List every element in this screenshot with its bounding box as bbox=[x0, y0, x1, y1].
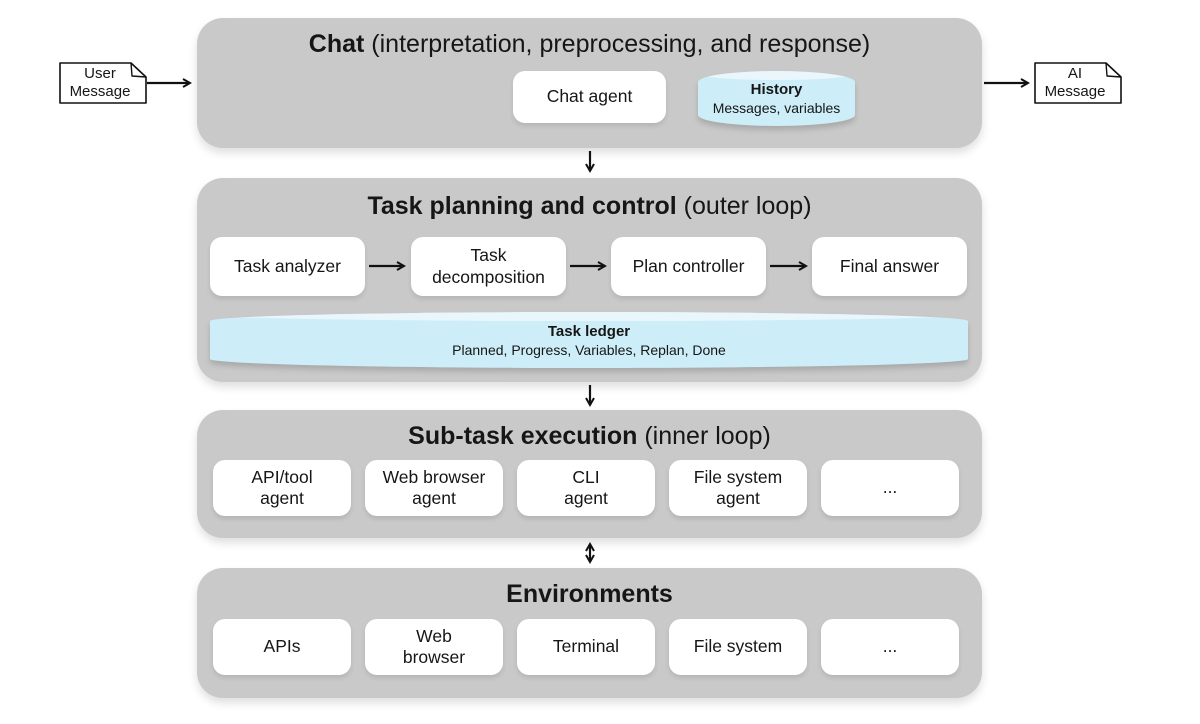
task-decomposition-box: Task decomposition bbox=[411, 237, 566, 296]
environments-title: Environments bbox=[197, 578, 982, 610]
file-system-agent-label: File system agent bbox=[693, 466, 783, 508]
api-tool-agent-label: API/tool agent bbox=[251, 466, 313, 508]
file-system-box: File system bbox=[669, 619, 807, 675]
task-ledger-store: Task ledger Planned, Progress, Variables… bbox=[210, 312, 968, 368]
task-analyzer-box: Task analyzer bbox=[210, 237, 365, 296]
final-answer-box: Final answer bbox=[812, 237, 967, 296]
plan-controller-label: Plan controller bbox=[632, 255, 745, 276]
apis-box: APIs bbox=[213, 619, 351, 675]
chat-agent-label: Chat agent bbox=[546, 86, 633, 107]
task-analyzer-label: Task analyzer bbox=[234, 255, 341, 276]
file-system-label: File system bbox=[693, 636, 783, 657]
more-agents-box: ... bbox=[821, 460, 959, 516]
web-browser-agent-label: Web browser agent bbox=[382, 466, 486, 508]
cli-agent-box: CLI agent bbox=[517, 460, 655, 516]
history-store: History Messages, variables bbox=[698, 71, 855, 126]
more-agents-label: ... bbox=[882, 477, 898, 498]
apis-label: APIs bbox=[263, 636, 301, 657]
subtask-title-bold: Sub-task execution bbox=[408, 422, 638, 450]
user-message-note: User Message bbox=[59, 62, 147, 104]
more-environments-box: ... bbox=[821, 619, 959, 675]
chat-agent-box: Chat agent bbox=[513, 71, 666, 123]
ai-message-label: AI Message bbox=[1044, 65, 1106, 100]
note-shape-icon bbox=[1034, 62, 1122, 104]
task-decomposition-label: Task decomposition bbox=[432, 245, 545, 287]
more-environments-label: ... bbox=[882, 636, 898, 657]
web-browser-agent-box: Web browser agent bbox=[365, 460, 503, 516]
task-ledger-subtitle: Planned, Progress, Variables, Replan, Do… bbox=[452, 341, 726, 358]
task-ledger-title: Task ledger bbox=[547, 322, 631, 340]
environments-title-bold: Environments bbox=[506, 580, 673, 608]
terminal-box: Terminal bbox=[517, 619, 655, 675]
cli-agent-label: CLI agent bbox=[564, 466, 608, 508]
terminal-label: Terminal bbox=[552, 636, 620, 657]
chat-section-title: Chat (interpretation, preprocessing, and… bbox=[197, 28, 982, 60]
subtask-execution-section: Sub-task execution (inner loop) API/tool… bbox=[197, 410, 982, 538]
task-planning-title: Task planning and control (outer loop) bbox=[197, 190, 982, 222]
chat-title-rest: (interpretation, preprocessing, and resp… bbox=[364, 30, 871, 58]
user-message-label: User Message bbox=[69, 65, 131, 100]
task-planning-section: Task planning and control (outer loop) T… bbox=[197, 178, 982, 382]
final-answer-label: Final answer bbox=[839, 255, 940, 276]
task-planning-title-bold: Task planning and control bbox=[367, 192, 677, 220]
web-browser-box: Web browser bbox=[365, 619, 503, 675]
subtask-execution-title: Sub-task execution (inner loop) bbox=[197, 420, 982, 452]
file-system-agent-box: File system agent bbox=[669, 460, 807, 516]
chat-title-bold: Chat bbox=[308, 30, 365, 58]
plan-controller-box: Plan controller bbox=[611, 237, 766, 296]
history-title: History bbox=[750, 81, 803, 98]
api-tool-agent-box: API/tool agent bbox=[213, 460, 351, 516]
ai-message-note: AI Message bbox=[1034, 62, 1122, 104]
subtask-title-rest: (inner loop) bbox=[637, 422, 771, 450]
environments-section: Environments APIs Web browser Terminal F… bbox=[197, 568, 982, 698]
chat-section: Chat (interpretation, preprocessing, and… bbox=[197, 18, 982, 148]
history-subtitle: Messages, variables bbox=[712, 100, 841, 116]
web-browser-label: Web browser bbox=[402, 625, 466, 667]
task-planning-title-rest: (outer loop) bbox=[676, 192, 812, 220]
note-shape-icon bbox=[59, 62, 147, 104]
